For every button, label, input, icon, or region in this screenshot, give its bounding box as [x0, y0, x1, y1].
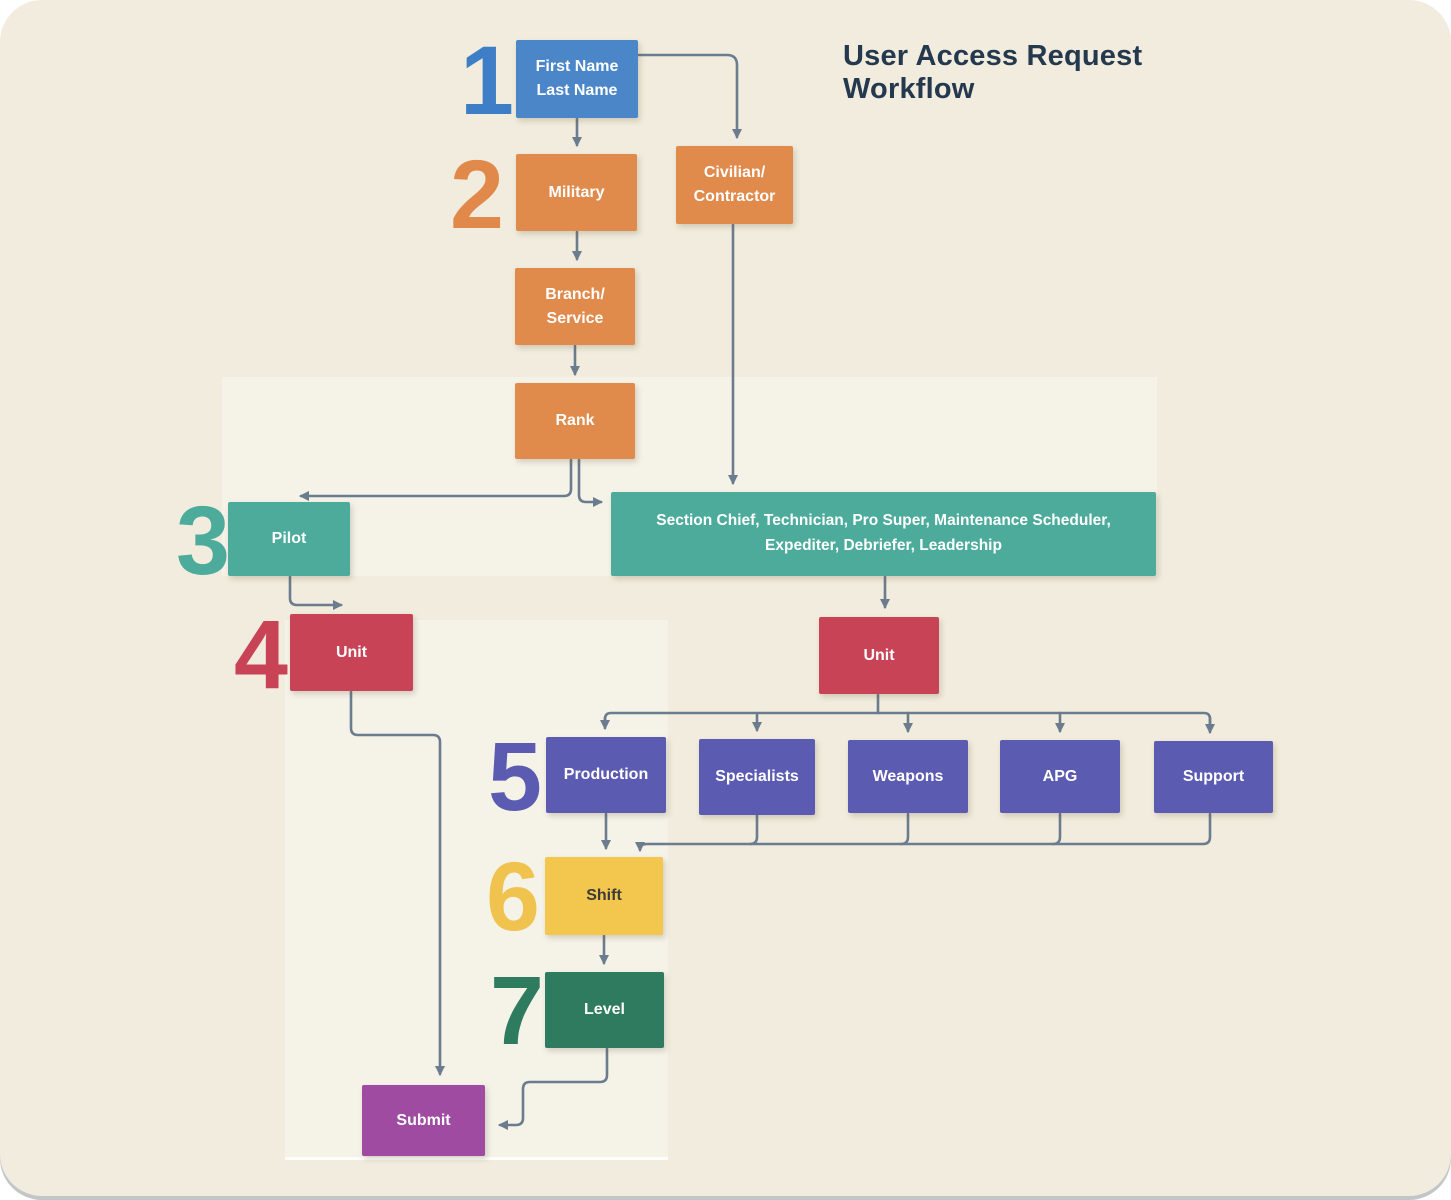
arrow-rank-to-roles — [577, 458, 603, 507]
node-first-last-name: First Name Last Name — [516, 40, 638, 118]
step-number-5: 5 — [488, 722, 542, 831]
node-specialists: Specialists — [699, 739, 815, 815]
node-support: Support — [1154, 741, 1273, 813]
step-number-4: 4 — [234, 600, 288, 709]
node-unit-roles-label: Unit — [863, 646, 895, 664]
node-roles-label: Section Chief, Technician, Pro Super, Ma… — [656, 512, 1111, 554]
arrow-unit-to-submit — [349, 690, 445, 1076]
page-title: User Access Request Workflow — [843, 40, 1143, 105]
step-number-2: 2 — [450, 140, 504, 249]
arrow-level-to-submit — [498, 1047, 609, 1130]
node-submit: Submit — [362, 1085, 485, 1156]
node-rank: Rank — [515, 383, 635, 459]
arrow-collector-to-shift — [635, 812, 1212, 852]
line-weapons-join — [899, 812, 910, 846]
node-weapons-label: Weapons — [872, 767, 944, 785]
node-military: Military — [516, 154, 637, 231]
node-production-label: Production — [563, 766, 649, 783]
node-civilian-contractor-label: Civilian/ Contractor — [693, 164, 776, 205]
node-submit-label: Submit — [396, 1111, 451, 1129]
node-civilian-contractor: Civilian/ Contractor — [676, 146, 793, 224]
node-first-last-name-label: First Name Last Name — [535, 58, 619, 99]
step-number-3: 3 — [176, 486, 230, 595]
node-support-label: Support — [1182, 768, 1245, 785]
node-unit-roles: Unit — [819, 617, 939, 694]
step-number-1: 1 — [460, 26, 514, 135]
node-level-label: Level — [584, 1001, 625, 1018]
step-number-7: 7 — [490, 956, 544, 1065]
line-specialists-join — [748, 812, 759, 846]
arrow-name-to-civilian — [637, 53, 742, 139]
node-branch-service-label: Branch/ Service — [545, 285, 605, 327]
node-production: Production — [546, 737, 666, 813]
node-apg-label: APG — [1042, 767, 1078, 785]
node-rank-label: Rank — [555, 412, 595, 429]
node-level: Level — [545, 972, 664, 1048]
step-number-6: 6 — [486, 842, 540, 951]
node-shift-label: Shift — [586, 887, 622, 904]
arrow-rank-to-pilot — [299, 458, 573, 501]
node-unit-pilot-label: Unit — [335, 643, 368, 661]
node-roles: Section Chief, Technician, Pro Super, Ma… — [611, 492, 1156, 576]
node-apg: APG — [1000, 740, 1120, 813]
node-branch-service: Branch/ Service — [515, 268, 635, 345]
node-pilot: Pilot — [228, 502, 350, 576]
node-unit-pilot: Unit — [290, 614, 413, 691]
node-military-label: Military — [548, 183, 605, 201]
line-apg-join — [1051, 812, 1062, 846]
arrow-pilot-to-unit — [288, 575, 343, 610]
node-pilot-label: Pilot — [271, 530, 307, 547]
node-specialists-label: Specialists — [715, 768, 799, 785]
node-weapons: Weapons — [848, 740, 968, 813]
node-shift: Shift — [545, 857, 663, 935]
